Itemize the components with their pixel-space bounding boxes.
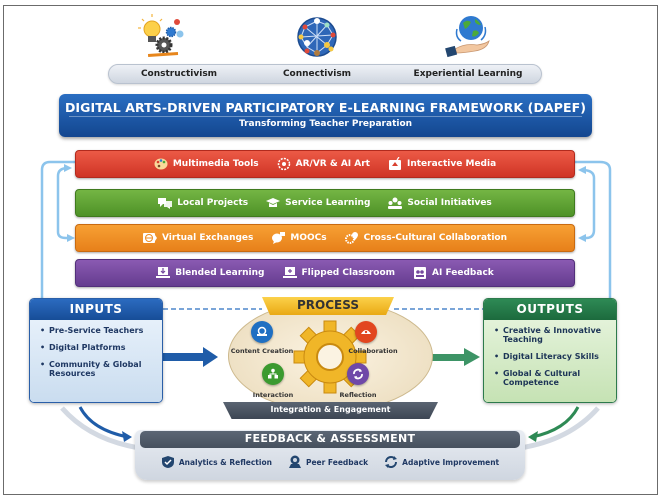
- process-node-label: Reflection: [339, 391, 377, 399]
- hand-globe-icon: [445, 16, 490, 58]
- process-node-reflection: [347, 363, 369, 385]
- feedback-item-label: Peer Feedback: [305, 457, 369, 467]
- ar-vr-icon: [277, 157, 290, 171]
- output-item: Creative & Innovative Teaching: [494, 326, 606, 344]
- laptop-download-icon: [156, 267, 171, 278]
- globe-exchange-icon: [142, 233, 157, 243]
- outputs-body: Creative & Innovative Teaching Digital L…: [484, 320, 616, 402]
- lightbulb-gears-icon: [138, 14, 184, 58]
- laptop-plus-icon: [282, 267, 297, 278]
- layer-item-label: Interactive Media: [407, 159, 497, 169]
- feedback-item: Adaptive Improvement: [384, 455, 499, 469]
- process-title: PROCESS: [297, 298, 359, 312]
- input-item: Community & Global Resources: [40, 360, 152, 378]
- theory-label: Connectivism: [282, 69, 352, 79]
- gear-location-icon: [344, 232, 358, 244]
- inputs-title: INPUTS: [30, 299, 162, 320]
- theory-label: Experiential Learning: [413, 69, 523, 79]
- layer-pedagogy: Blended Learning Flipped Classroom AI Fe…: [75, 259, 575, 287]
- layer-item-label: Service Learning: [285, 198, 371, 208]
- shield-check-icon: [161, 456, 174, 468]
- layer-item-label: Virtual Exchanges: [161, 233, 254, 243]
- layer-item-label: Multimedia Tools: [172, 159, 259, 169]
- title-divider: [69, 116, 582, 117]
- integration-label: Integration & Engagement: [270, 405, 391, 414]
- people-icon: [388, 197, 403, 209]
- feedback-item: Peer Feedback: [288, 455, 368, 469]
- graduation-cap-icon: [266, 198, 281, 207]
- process-node-label: Collaboration: [348, 347, 398, 355]
- output-item: Global & Cultural Competence: [494, 369, 606, 387]
- process-node-interaction: [262, 363, 284, 385]
- layer-item: Interactive Media: [388, 157, 496, 171]
- outputs-panel: OUTPUTS Creative & Innovative Teaching D…: [483, 298, 617, 403]
- collaboration-icon: [361, 330, 371, 334]
- speech-bubbles-icon: [158, 198, 173, 209]
- interaction-icon: [268, 368, 278, 379]
- layer-item-label: Local Projects: [177, 198, 249, 208]
- interactive-media-icon: [389, 157, 401, 170]
- theory-bar: [108, 64, 542, 84]
- layer-item: Blended Learning: [156, 266, 265, 280]
- layer-item-label: Blended Learning: [175, 268, 265, 278]
- framework-title-banner: DIGITAL ARTS-DRIVEN PARTICIPATORY E-LEAR…: [59, 94, 592, 137]
- layer-item-label: MOOCs: [290, 233, 327, 243]
- outputs-title: OUTPUTS: [484, 299, 616, 320]
- feedback-title: FEEDBACK & ASSESSMENT: [244, 432, 416, 445]
- layer-item: AR/VR & AI Art: [277, 157, 370, 171]
- feedback-item: Analytics & Reflection: [161, 455, 272, 469]
- input-item: Digital Platforms: [40, 343, 152, 352]
- layer-item: Multimedia Tools: [154, 157, 259, 171]
- layer-item-label: AI Feedback: [432, 268, 494, 278]
- layer-item: Social Initiatives: [388, 196, 492, 210]
- layer-item-label: AR/VR & AI Art: [295, 159, 370, 169]
- input-item: Pre-Service Teachers: [40, 326, 152, 335]
- layer-item: Cross-Cultural Collaboration: [344, 231, 507, 245]
- process-node-label: Content Creation: [230, 347, 294, 355]
- layer-item: MOOCs: [271, 231, 327, 245]
- feedback-item-label: Analytics & Reflection: [178, 457, 272, 467]
- feedback-title-bar: [140, 431, 520, 448]
- layer-item-label: Social Initiatives: [407, 198, 492, 208]
- layer-item: Local Projects: [158, 196, 248, 210]
- cycle-arrows-icon: [385, 456, 398, 468]
- layer-digital-arts: Multimedia Tools AR/VR & AI Art Interact…: [75, 150, 575, 178]
- theory-label: Constructivism: [140, 69, 218, 79]
- output-item: Digital Literacy Skills: [494, 352, 606, 361]
- integration-bar: [223, 402, 438, 419]
- framework-title: DIGITAL ARTS-DRIVEN PARTICIPATORY E-LEAR…: [64, 100, 587, 115]
- feedback-item-label: Adaptive Improvement: [402, 457, 500, 467]
- layer-item: AI Feedback: [413, 266, 494, 280]
- layer-item-label: Cross-Cultural Collaboration: [363, 233, 507, 243]
- process-title-tab: [262, 297, 394, 315]
- layer-item: Service Learning: [266, 196, 370, 210]
- framework-subtitle: Transforming Teacher Preparation: [238, 119, 413, 129]
- ai-users-icon: [414, 267, 427, 279]
- process-node-collaboration: [355, 321, 377, 343]
- reflection-icon: [353, 368, 363, 380]
- inputs-panel: INPUTS Pre-Service Teachers Digital Plat…: [29, 298, 163, 403]
- peer-badge-icon: [288, 455, 301, 468]
- chat-bubble-icon: [272, 232, 286, 244]
- palette-icon: [154, 158, 168, 170]
- layer-community: Local Projects Service Learning Social I…: [75, 189, 575, 217]
- feedback-items: Analytics & Reflection Peer Feedback Ada…: [140, 455, 520, 469]
- network-globe-icon: [297, 17, 337, 57]
- process-node-label: Interaction: [252, 391, 294, 399]
- inputs-body: Pre-Service Teachers Digital Platforms C…: [30, 320, 162, 402]
- content-creation-icon: [257, 326, 267, 336]
- layer-global: Virtual Exchanges MOOCs Cross-Cultural C…: [75, 224, 575, 252]
- layer-item: Virtual Exchanges: [142, 231, 254, 245]
- process-node-content-creation: [251, 321, 273, 343]
- layer-item: Flipped Classroom: [282, 266, 396, 280]
- layer-item-label: Flipped Classroom: [301, 268, 396, 278]
